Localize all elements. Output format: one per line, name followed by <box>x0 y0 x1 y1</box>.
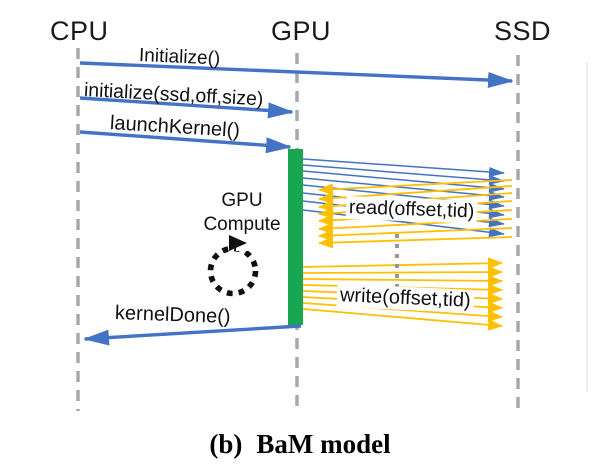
loop-arrow-icon <box>207 233 259 297</box>
figure-caption: (b) BaM model <box>150 429 450 460</box>
message-label-initialize-host: Initialize() <box>138 45 221 70</box>
figure-caption-text: BaM model <box>256 429 391 459</box>
message-label-kernel-done: kernelDone() <box>114 302 231 329</box>
message-arrow-launch-kernel <box>79 130 292 154</box>
figure-caption-prefix: (b) <box>209 429 243 459</box>
lifeline-label-gpu: GPU <box>271 16 332 46</box>
message-arrow-initialize-host <box>79 61 514 88</box>
gpu-compute-label: GPU Compute <box>192 189 292 237</box>
message-arrow-initialize-ssd <box>79 96 294 119</box>
lifeline-label-ssd: SSD <box>494 16 552 46</box>
gpu-compute-line1: GPU <box>221 190 263 211</box>
lifeline-label-cpu: CPU <box>50 16 109 46</box>
gpu-compute-line2: Compute <box>203 214 281 235</box>
message-label-read: read(offset,tid) <box>345 196 478 224</box>
message-arrow-kernel-done <box>83 324 302 346</box>
gpu-activation-bar <box>288 149 303 325</box>
